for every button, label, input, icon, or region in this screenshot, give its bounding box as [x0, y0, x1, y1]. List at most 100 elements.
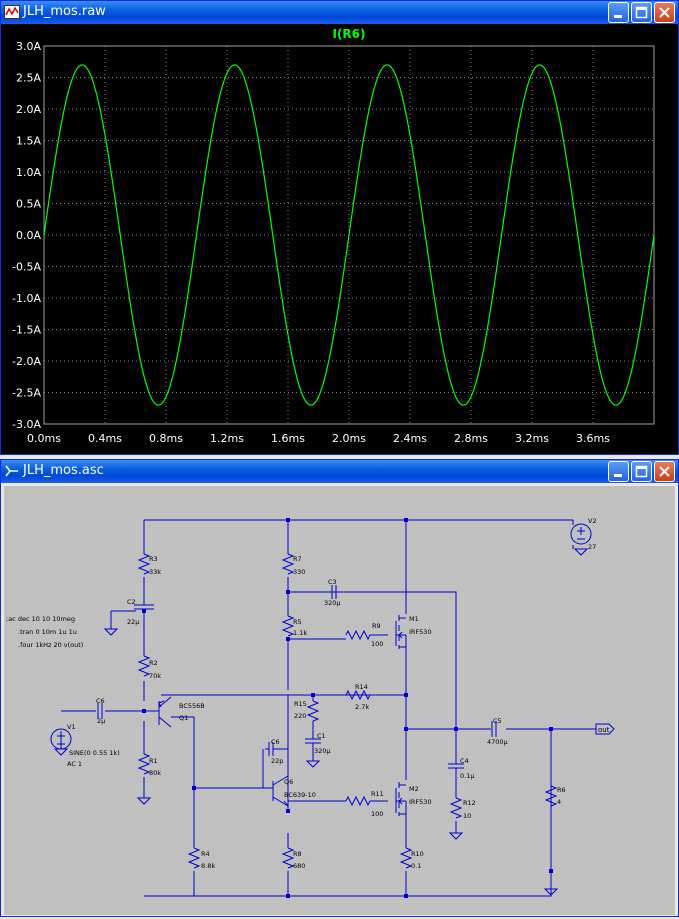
- label-R2[interactable]: R2: [149, 659, 158, 667]
- close-icon: [659, 466, 670, 477]
- label-V2[interactable]: V2: [588, 517, 597, 525]
- capacitor-C8: [265, 742, 274, 756]
- resistor-R8: [281, 847, 295, 869]
- label-R10[interactable]: R10: [411, 850, 424, 858]
- net-label-out[interactable]: out: [598, 726, 610, 734]
- value-R2[interactable]: 70k: [149, 672, 161, 680]
- label-R5[interactable]: R5: [293, 618, 302, 626]
- label-Q1[interactable]: Q1: [179, 714, 188, 722]
- schematic-canvas[interactable]: out ;ac dec 10 10 10meg .tran 0 10m 1u 1…: [4, 486, 675, 915]
- value-R14[interactable]: 2.7k: [355, 703, 369, 711]
- label-C5[interactable]: C5: [493, 717, 502, 725]
- y-tick-label: 0.0A: [16, 229, 41, 242]
- label-R6[interactable]: R6: [557, 786, 566, 794]
- chart-title[interactable]: I(R6): [332, 27, 365, 41]
- schematic-window[interactable]: JLH_mos.asc: [0, 459, 679, 917]
- value-C3[interactable]: 320µ: [324, 599, 341, 607]
- x-tick-label: 1.2ms: [210, 432, 244, 445]
- label-C2[interactable]: C2: [127, 598, 136, 606]
- value-C4[interactable]: 0.1µ: [460, 772, 474, 780]
- resistor-R11: [345, 795, 373, 807]
- value-C5[interactable]: 4700µ: [487, 738, 508, 746]
- x-tick-label: 2.4ms: [393, 432, 427, 445]
- value-R15[interactable]: 220: [294, 712, 306, 720]
- x-tick-label: 0.4ms: [88, 432, 122, 445]
- label-R8[interactable]: R8: [293, 850, 302, 858]
- label-C8[interactable]: C6: [271, 738, 280, 746]
- value-R1[interactable]: 80k: [149, 769, 161, 777]
- value-V2[interactable]: 27: [588, 543, 596, 551]
- schematic-close-button[interactable]: [654, 461, 675, 482]
- schematic-app-icon: [5, 465, 18, 477]
- label-C6[interactable]: C6: [96, 697, 105, 705]
- x-tick-label: 0.0ms: [27, 432, 61, 445]
- close-icon: [659, 7, 670, 18]
- waveform-chart[interactable]: 3.0A2.5A2.0A1.5A1.0A0.5A0.0A-0.5A-1.0A-1…: [1, 24, 678, 454]
- schematic-window-titlebar[interactable]: JLH_mos.asc: [1, 460, 678, 483]
- label-M1[interactable]: M1: [409, 615, 419, 623]
- label-C3[interactable]: C3: [328, 578, 337, 586]
- plot-minimize-button[interactable]: [608, 2, 629, 23]
- label-Q6[interactable]: Q6: [284, 778, 293, 786]
- schematic-drawing[interactable]: out ;ac dec 10 10 10meg .tran 0 10m 1u 1…: [4, 486, 675, 915]
- label-R1[interactable]: R1: [149, 757, 158, 765]
- directive-tran[interactable]: .tran 0 10m 1u 1u: [18, 628, 77, 636]
- value-R9[interactable]: 100: [371, 640, 383, 648]
- plot-close-button[interactable]: [654, 2, 675, 23]
- label-R11[interactable]: R11: [371, 790, 384, 798]
- label-R12[interactable]: R12: [463, 799, 476, 807]
- value-C2[interactable]: 22µ: [127, 618, 139, 626]
- value-R3[interactable]: 33k: [149, 568, 161, 576]
- y-tick-label: -2.5A: [12, 387, 41, 400]
- value-M1[interactable]: IRF530: [409, 628, 432, 636]
- capacitor-C1: [305, 738, 321, 749]
- capacitor-C5: [491, 721, 497, 737]
- directive-ac[interactable]: ;ac dec 10 10 10meg: [6, 615, 75, 623]
- label-R15[interactable]: R15: [294, 700, 307, 708]
- value-R7[interactable]: 330: [293, 568, 305, 576]
- resistor-R3: [137, 553, 151, 575]
- schematic-minimize-button[interactable]: [608, 461, 629, 482]
- label-V1[interactable]: V1: [67, 723, 76, 731]
- label-C4[interactable]: C4: [460, 757, 469, 765]
- component-labels: R3 33k C2 22µ R2 70k C6 2µ V1 SINE(0 0.5…: [67, 517, 597, 870]
- label-R9[interactable]: R9: [372, 622, 381, 630]
- label-R3[interactable]: R3: [149, 555, 158, 563]
- transistor-Q6: [263, 775, 289, 807]
- y-tick-label: -2.0A: [12, 355, 41, 368]
- value-V1[interactable]: SINE(0 0.55 1k): [69, 749, 120, 757]
- value-R8[interactable]: 680: [293, 862, 305, 870]
- waveform-app-icon: [4, 5, 20, 19]
- value-Q1[interactable]: BC556B: [179, 702, 205, 710]
- value-Q6[interactable]: BC639-10: [284, 791, 316, 799]
- resistor-R4: [187, 847, 201, 869]
- label-C1[interactable]: C1: [317, 732, 326, 740]
- value-V1-ac[interactable]: AC 1: [67, 760, 82, 768]
- value-R6[interactable]: 4: [557, 798, 561, 806]
- capacitor-C4: [448, 763, 464, 775]
- label-R7[interactable]: R7: [293, 555, 302, 563]
- directive-four[interactable]: .four 1kHz 20 v(out): [18, 641, 83, 649]
- value-R10[interactable]: 0.1: [411, 862, 421, 870]
- schematic-maximize-button[interactable]: [631, 461, 652, 482]
- resistor-R12: [449, 797, 463, 819]
- label-R4[interactable]: R4: [201, 850, 210, 858]
- schematic-window-title: JLH_mos.asc: [23, 463, 104, 478]
- value-R5[interactable]: 1.1k: [293, 629, 307, 637]
- plot-maximize-button[interactable]: [631, 2, 652, 23]
- value-M2[interactable]: IRF530: [409, 798, 432, 806]
- value-R11[interactable]: 100: [371, 810, 383, 818]
- y-tick-label: 1.0A: [16, 166, 41, 179]
- value-R4[interactable]: 8.8k: [201, 862, 215, 870]
- value-C6[interactable]: 2µ: [97, 717, 105, 725]
- value-R12[interactable]: 10: [463, 812, 471, 820]
- label-M2[interactable]: M2: [409, 785, 419, 793]
- label-R14[interactable]: R14: [355, 683, 368, 691]
- value-C1[interactable]: 320µ: [314, 747, 331, 755]
- plot-window-titlebar[interactable]: JLH_mos.raw: [1, 1, 678, 24]
- value-C8[interactable]: 22p: [271, 757, 283, 765]
- x-tick-label: 1.6ms: [271, 432, 305, 445]
